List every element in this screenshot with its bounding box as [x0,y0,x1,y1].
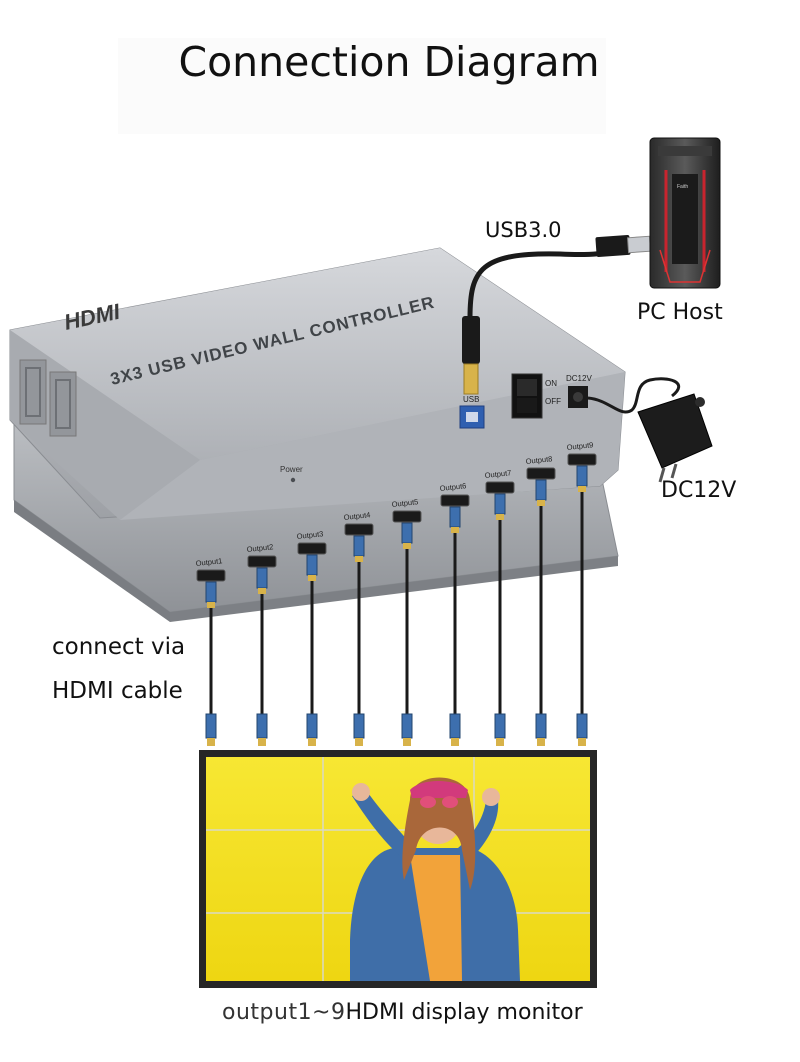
output-port-label: Output6 [439,481,466,493]
hdmi-plug-upper-tip [258,588,266,594]
usb-cable-label: USB3.0 [485,218,562,242]
hdmi-plug-upper-tip [451,527,459,533]
hdmi-plug-upper [576,465,588,487]
output-port-label: Output5 [391,497,418,509]
hdmi-plug-lower-tip [496,738,504,746]
power-switch[interactable] [511,373,543,419]
hdmi-output-port[interactable] [247,555,277,568]
bottom-caption-outputs: output1~9 [222,1000,346,1025]
hdmi-plug-lower-tip [258,738,266,746]
hdmi-output-port[interactable] [392,510,422,523]
cable-caption-line2: HDMI cable [52,678,183,704]
pc-host-label: PC Host [637,300,723,325]
dc-power-jack[interactable] [568,386,588,408]
pc-case-mark: Faith [677,184,688,190]
hdmi-output-port[interactable] [297,542,327,555]
hdmi-output-port[interactable] [526,467,556,480]
output-port-label: Output1 [195,556,222,568]
hdmi-plug-lower-tip [308,738,316,746]
output-ports: Output1 Output2 Output3 Output4 Output5 Outpu… [195,440,597,746]
diagram-title: Connection Diagram [178,38,600,86]
title-band [118,38,606,134]
usb-b-plug [462,316,480,395]
output-port-label: Output4 [343,510,370,522]
hdmi-plug-upper-tip [207,602,215,608]
side-fan-vents [19,359,77,437]
hdmi-plug-lower [306,713,318,739]
hdmi-plug-lower [494,713,506,739]
power-led [290,477,296,483]
hdmi-plug-lower [353,713,365,739]
hdmi-plug-upper [256,567,268,589]
hdmi-plug-upper [401,522,413,544]
power-led-label: Power [280,465,303,474]
hdmi-plug-upper-tip [578,486,586,492]
usb-b-port[interactable] [459,405,485,429]
hdmi-plug-lower [449,713,461,739]
output-port-label: Output7 [484,468,511,480]
hdmi-plug-lower-tip [451,738,459,746]
wall-image-person [350,777,520,981]
dc-port-label: DC12V [566,374,592,383]
hdmi-output-port[interactable] [567,453,597,466]
hdmi-plug-upper [306,554,318,576]
hdmi-plug-upper-tip [537,500,545,506]
output-port-label: Output9 [566,440,593,452]
hdmi-plug-upper [535,479,547,501]
hdmi-plug-lower [205,713,217,739]
bottom-caption-monitor: HDMI display monitor [345,1000,583,1025]
hdmi-plug-lower [535,713,547,739]
dc-power-adapter [637,393,713,483]
hdmi-plug-upper [205,581,217,603]
hdmi-plug-lower [401,713,413,739]
hdmi-plug-lower-tip [355,738,363,746]
hdmi-plug-upper-tip [403,543,411,549]
output-port-label: Output2 [246,542,273,554]
hdmi-plug-lower [576,713,588,739]
hdmi-plug-lower-tip [207,738,215,746]
switch-off-label: OFF [545,397,561,406]
usb-a-plug [595,234,652,258]
dc-power-label: DC12V [661,478,737,503]
hdmi-plug-upper [353,535,365,557]
pc-host-tower [649,137,721,289]
hdmi-plug-upper [494,493,506,515]
hdmi-output-port[interactable] [196,569,226,582]
hdmi-plug-lower-tip [578,738,586,746]
cable-caption-line1: connect via [52,634,186,660]
hdmi-output-port[interactable] [440,494,470,507]
switch-on-label: ON [545,379,557,388]
hdmi-plug-upper [449,506,461,528]
hdmi-plug-lower [256,713,268,739]
hdmi-plug-upper-tip [355,556,363,562]
usb-port-label: USB [463,395,479,404]
hdmi-output-port[interactable] [344,523,374,536]
hdmi-output-port[interactable] [485,481,515,494]
dc-adapter-cable [587,377,681,414]
hdmi-plug-upper-tip [496,514,504,520]
hdmi-plug-lower-tip [537,738,545,746]
hdmi-plug-upper-tip [308,575,316,581]
hdmi-plug-lower-tip [403,738,411,746]
output-port-label: Output3 [296,529,323,541]
output-port-label: Output8 [525,454,552,466]
bottom-caption: output1~9HDMI display monitor [222,1000,583,1025]
